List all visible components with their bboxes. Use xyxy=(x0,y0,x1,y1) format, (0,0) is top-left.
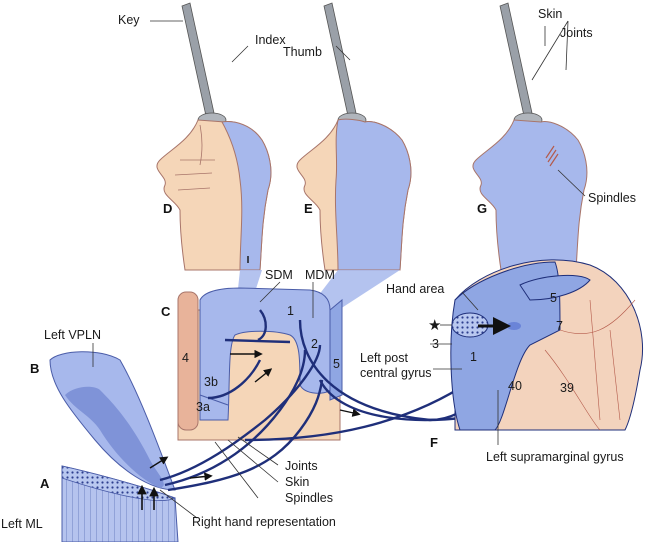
area-5-brain xyxy=(519,275,591,301)
hand-d-index-blue xyxy=(221,121,272,271)
label-spindles-c: Spindles xyxy=(285,491,333,505)
area-5 xyxy=(329,298,343,401)
area-4 xyxy=(177,291,199,431)
label-spindles-g: Spindles xyxy=(588,191,636,205)
panel-label-d: D xyxy=(163,201,173,216)
label-left-post-central-2: central gyrus xyxy=(360,366,432,380)
label-joints: Joints xyxy=(560,26,593,40)
label-right-hand-representation: Right hand representation xyxy=(192,515,336,529)
hand-g-blue xyxy=(472,119,588,271)
area-label-3b: 3b xyxy=(204,375,218,389)
label-thumb: Thumb xyxy=(283,45,322,59)
key-d xyxy=(181,2,215,117)
cortex-block-c xyxy=(177,287,343,441)
label-index: Index xyxy=(255,33,286,47)
label-key: Key xyxy=(118,13,140,27)
spindles-mark xyxy=(545,145,559,167)
area-label-2: 2 xyxy=(311,337,318,351)
area-label-4: 4 xyxy=(182,351,189,365)
key-e xyxy=(323,2,357,117)
panel-label-f: F xyxy=(430,435,438,450)
panel-label-a: A xyxy=(40,476,50,491)
area-label-3a: 3a xyxy=(196,400,210,414)
hand-d xyxy=(156,2,272,271)
area-label-1-brain: 1 xyxy=(470,350,477,364)
label-joints-c: Joints xyxy=(285,459,318,473)
panel-label-c: C xyxy=(161,304,171,319)
area-label-39-brain: 39 xyxy=(560,381,574,395)
label-left-supramarginal-gyrus: Left supramarginal gyrus xyxy=(486,450,624,464)
area-label-5-brain: 5 xyxy=(550,291,557,305)
label-hand-area: Hand area xyxy=(386,282,445,296)
label-star: ★ xyxy=(428,317,442,334)
area-label-5: 5 xyxy=(333,357,340,371)
area-label-40-brain: 40 xyxy=(508,379,522,393)
panel-label-e: E xyxy=(304,201,313,216)
label-skin-c: Skin xyxy=(285,475,310,489)
post-central-gyrus-blue xyxy=(450,261,561,431)
hand-g xyxy=(472,2,588,271)
panel-label-b: B xyxy=(30,361,40,376)
label-mdm: MDM xyxy=(305,268,335,282)
label-left-ml: Left ML xyxy=(1,517,43,531)
key-g xyxy=(499,2,533,117)
brain-f xyxy=(450,259,644,431)
label-skin: Skin xyxy=(538,7,563,21)
label-sdm: SDM xyxy=(265,268,293,282)
panel-label-g: G xyxy=(477,201,488,216)
area-label-3-brain: 3 xyxy=(432,337,439,351)
homunculus xyxy=(65,386,164,488)
label-left-post-central-1: Left post xyxy=(360,351,408,365)
hand-e xyxy=(296,2,412,271)
label-left-vpln: Left VPLN xyxy=(44,328,101,342)
area-label-1: 1 xyxy=(287,304,294,318)
hand-e-thumb-blue xyxy=(334,118,412,271)
area-label-7-brain: 7 xyxy=(556,319,563,333)
